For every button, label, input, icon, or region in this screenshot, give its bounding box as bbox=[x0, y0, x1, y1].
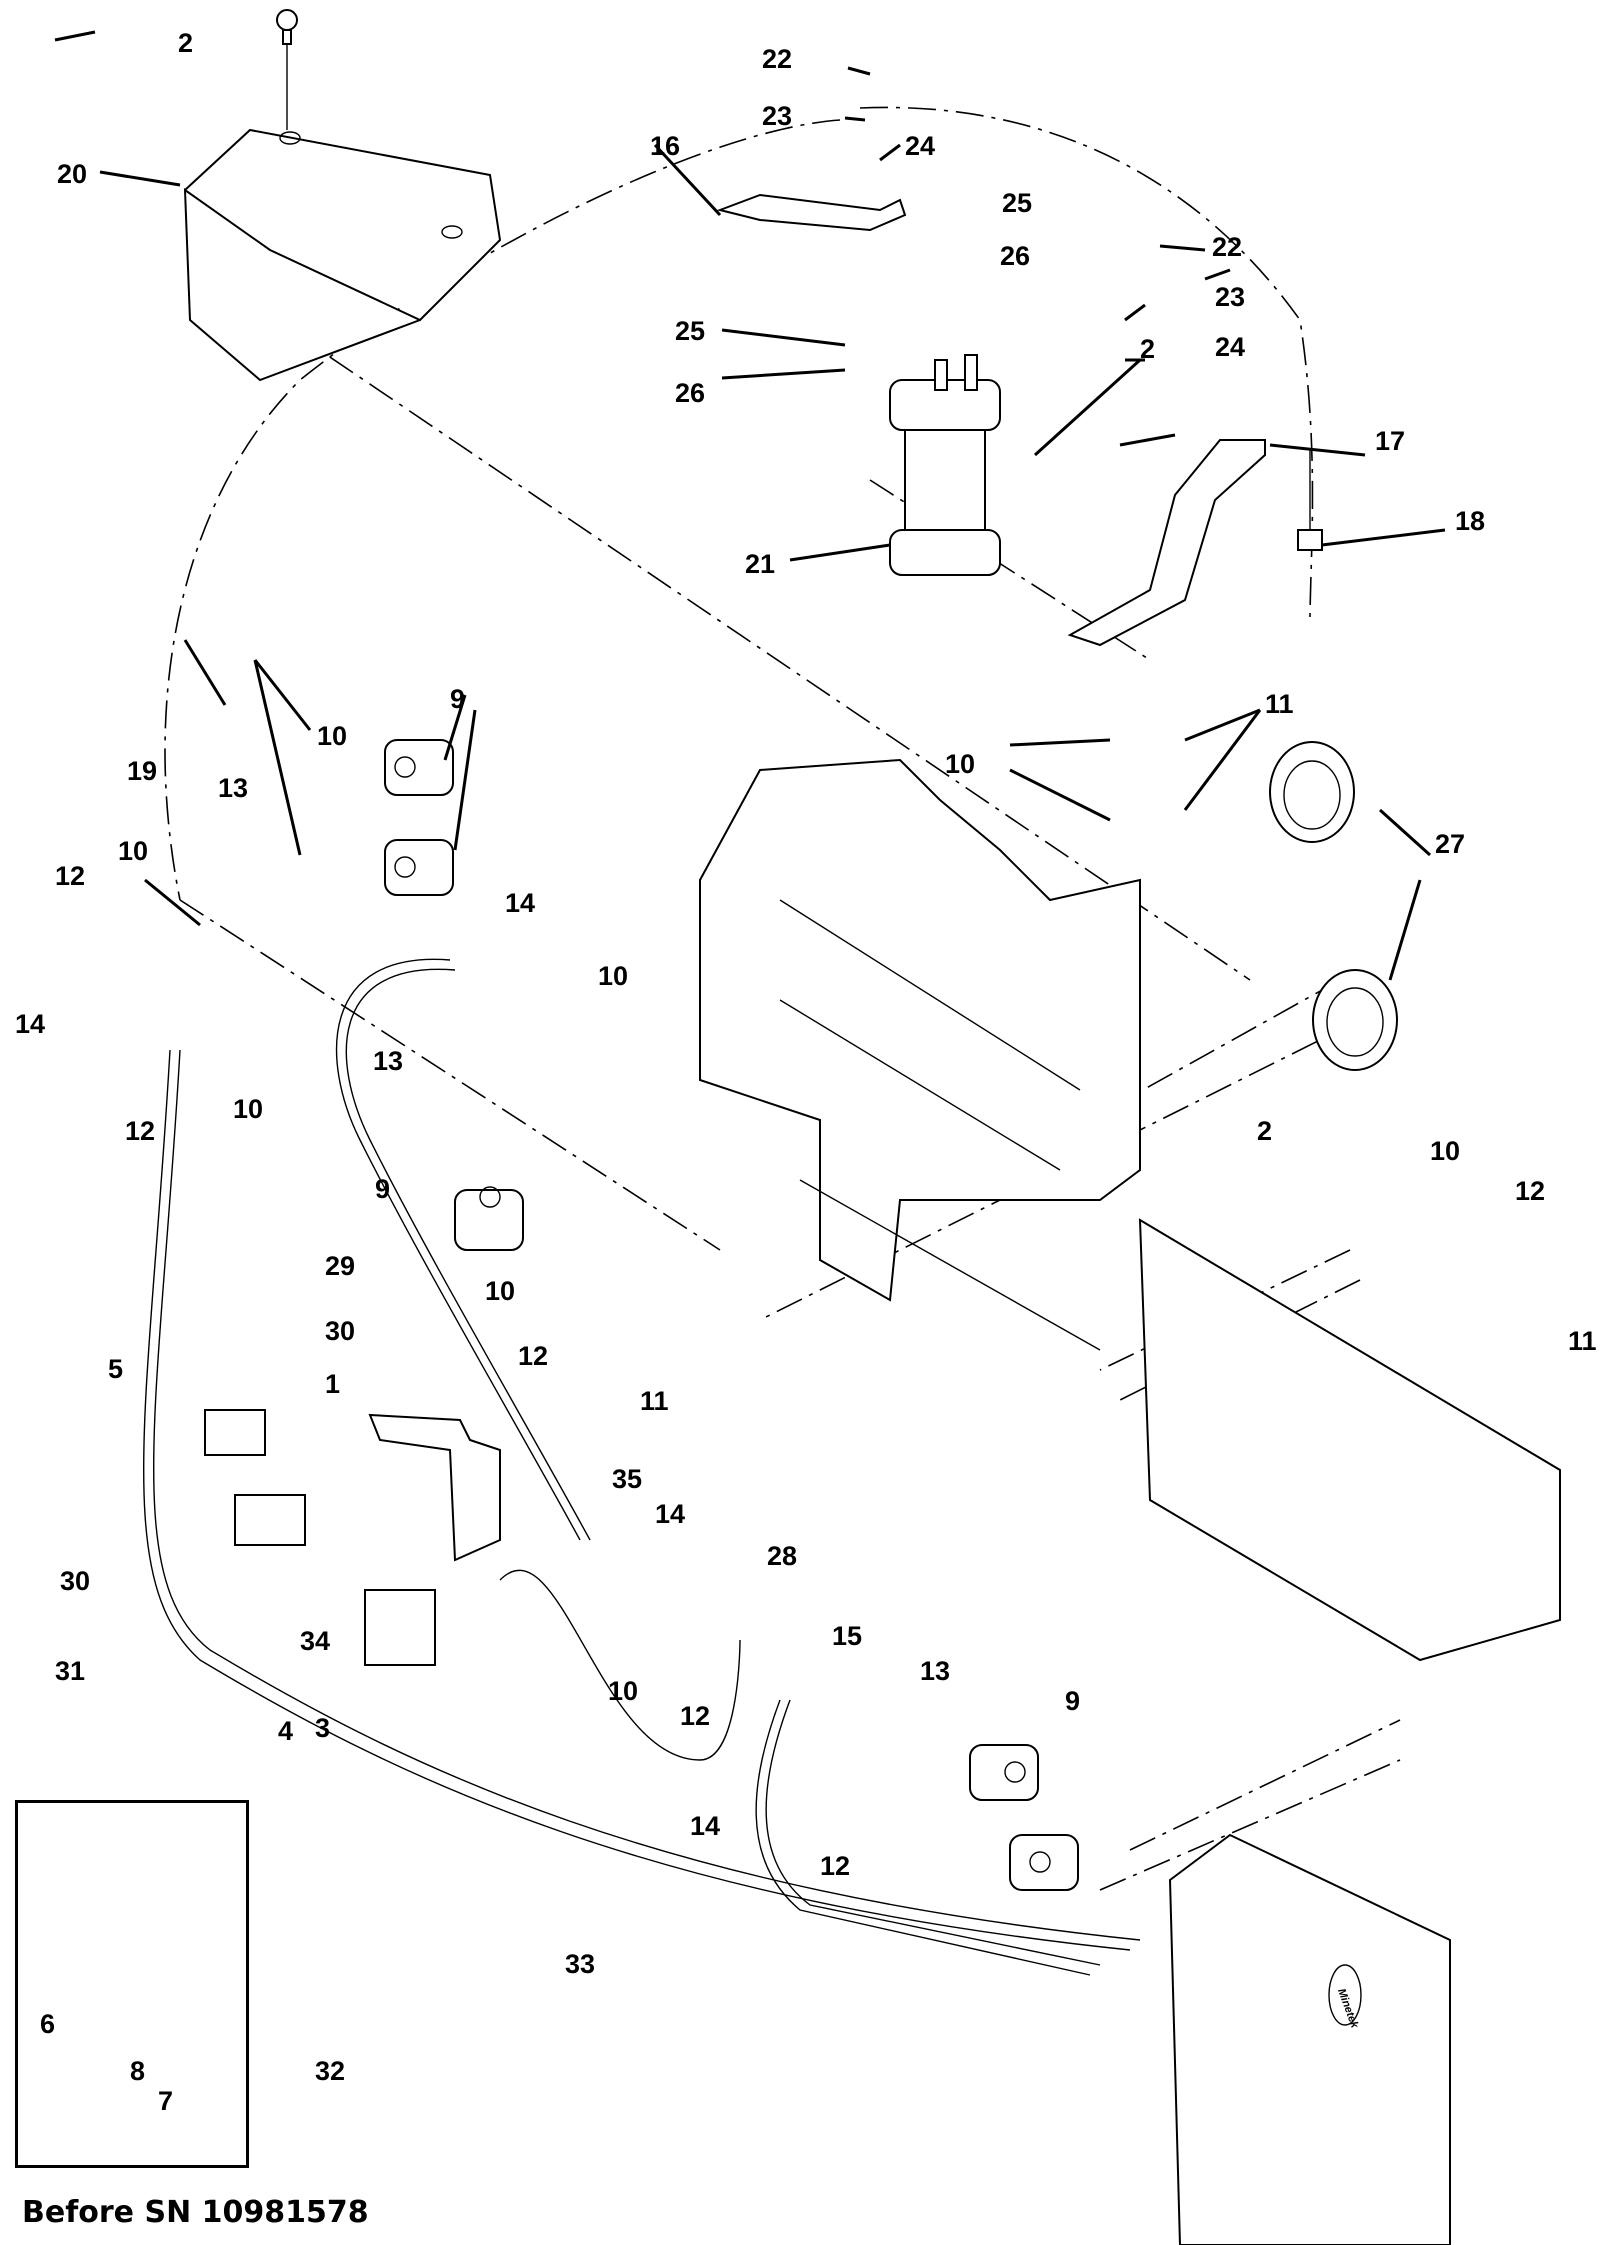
charger: Minetek bbox=[1168, 1833, 1451, 2245]
callout-16: 16 bbox=[650, 131, 680, 161]
callout-13: 13 bbox=[920, 1656, 950, 1686]
callout-11: 11 bbox=[1265, 689, 1294, 719]
callout-9: 9 bbox=[1065, 1686, 1080, 1716]
callout-18: 18 bbox=[1455, 506, 1485, 536]
connector-part-4 bbox=[364, 1589, 436, 1666]
callout-12: 12 bbox=[518, 1341, 548, 1371]
callout-11: 11 bbox=[1568, 1326, 1597, 1356]
callout-12: 12 bbox=[820, 1851, 850, 1881]
callout-29: 29 bbox=[325, 1251, 355, 1281]
bolt-part-2 bbox=[276, 9, 298, 130]
callout-10: 10 bbox=[317, 721, 347, 751]
callout-10: 10 bbox=[1430, 1136, 1460, 1166]
callout-22: 22 bbox=[1212, 232, 1242, 262]
bracket-part-1 bbox=[368, 1413, 501, 1562]
callout-24: 24 bbox=[905, 131, 935, 161]
callout-20: 20 bbox=[57, 159, 87, 189]
callout-28: 28 bbox=[767, 1541, 797, 1571]
callout-3: 3 bbox=[315, 1713, 330, 1743]
inset-caption: Before SN 10981578 bbox=[22, 2195, 369, 2230]
callout-4: 4 bbox=[278, 1716, 293, 1746]
callout-labels: 2 20 22 23 24 16 25 26 22 23 25 26 24 2 … bbox=[15, 28, 1597, 2116]
sensor-part-18 bbox=[1297, 450, 1323, 551]
callout-32: 32 bbox=[315, 2056, 345, 2086]
callout-12: 12 bbox=[680, 1701, 710, 1731]
callout-10: 10 bbox=[945, 749, 975, 779]
callout-26: 26 bbox=[1000, 241, 1030, 271]
leader-lines bbox=[54, 30, 1446, 981]
callout-14: 14 bbox=[655, 1499, 685, 1529]
callout-15: 15 bbox=[832, 1621, 862, 1651]
callout-12: 12 bbox=[55, 861, 85, 891]
callout-10: 10 bbox=[118, 836, 148, 866]
callout-19: 19 bbox=[127, 756, 157, 786]
solenoid-part-21 bbox=[889, 354, 1001, 576]
callout-10: 10 bbox=[598, 961, 628, 991]
callout-2: 2 bbox=[1257, 1116, 1272, 1146]
cover-part-20 bbox=[183, 128, 502, 382]
callout-5: 5 bbox=[108, 1354, 123, 1384]
callout-12: 12 bbox=[125, 1116, 155, 1146]
callout-8: 8 bbox=[130, 2056, 145, 2086]
callout-13: 13 bbox=[373, 1046, 403, 1076]
callout-22: 22 bbox=[762, 44, 792, 74]
callout-21: 21 bbox=[745, 549, 775, 579]
callout-2: 2 bbox=[178, 28, 193, 58]
callout-30: 30 bbox=[325, 1316, 355, 1346]
callout-6: 6 bbox=[40, 2009, 55, 2039]
callout-26: 26 bbox=[675, 378, 705, 408]
grommet-part-27 bbox=[1269, 741, 1398, 1071]
switch-part-34 bbox=[234, 1494, 306, 1546]
cables bbox=[143, 958, 1141, 1976]
callout-14: 14 bbox=[505, 888, 535, 918]
callout-10: 10 bbox=[608, 1676, 638, 1706]
callout-14: 14 bbox=[15, 1009, 45, 1039]
callout-14: 14 bbox=[690, 1811, 720, 1841]
callout-24: 24 bbox=[1215, 332, 1245, 362]
callout-11: 11 bbox=[640, 1386, 669, 1416]
callout-23: 23 bbox=[1215, 282, 1245, 312]
callout-7: 7 bbox=[158, 2086, 173, 2116]
callout-33: 33 bbox=[565, 1949, 595, 1979]
standoff-part-9 bbox=[384, 739, 1079, 1891]
callout-25: 25 bbox=[1002, 188, 1032, 218]
callout-12: 12 bbox=[1515, 1176, 1545, 1206]
callout-23: 23 bbox=[762, 101, 792, 131]
callout-10: 10 bbox=[233, 1094, 263, 1124]
callout-25: 25 bbox=[675, 316, 705, 346]
inset-before-serial bbox=[15, 1800, 249, 2168]
callout-17: 17 bbox=[1375, 426, 1405, 456]
callout-9: 9 bbox=[375, 1174, 390, 1204]
callout-30: 30 bbox=[60, 1566, 90, 1596]
callout-34: 34 bbox=[300, 1626, 330, 1656]
switch-part-5 bbox=[204, 1409, 266, 1456]
main-frame bbox=[699, 758, 1561, 1662]
callout-35: 35 bbox=[612, 1464, 642, 1494]
callout-9: 9 bbox=[450, 684, 465, 714]
bracket-part-17 bbox=[1067, 439, 1266, 647]
callout-1: 1 bbox=[325, 1369, 340, 1399]
bracket-part-16 bbox=[716, 193, 907, 232]
callout-31: 31 bbox=[55, 1656, 85, 1686]
callout-27: 27 bbox=[1435, 829, 1465, 859]
callout-13: 13 bbox=[218, 773, 248, 803]
callout-2: 2 bbox=[1140, 334, 1155, 364]
callout-10: 10 bbox=[485, 1276, 515, 1306]
